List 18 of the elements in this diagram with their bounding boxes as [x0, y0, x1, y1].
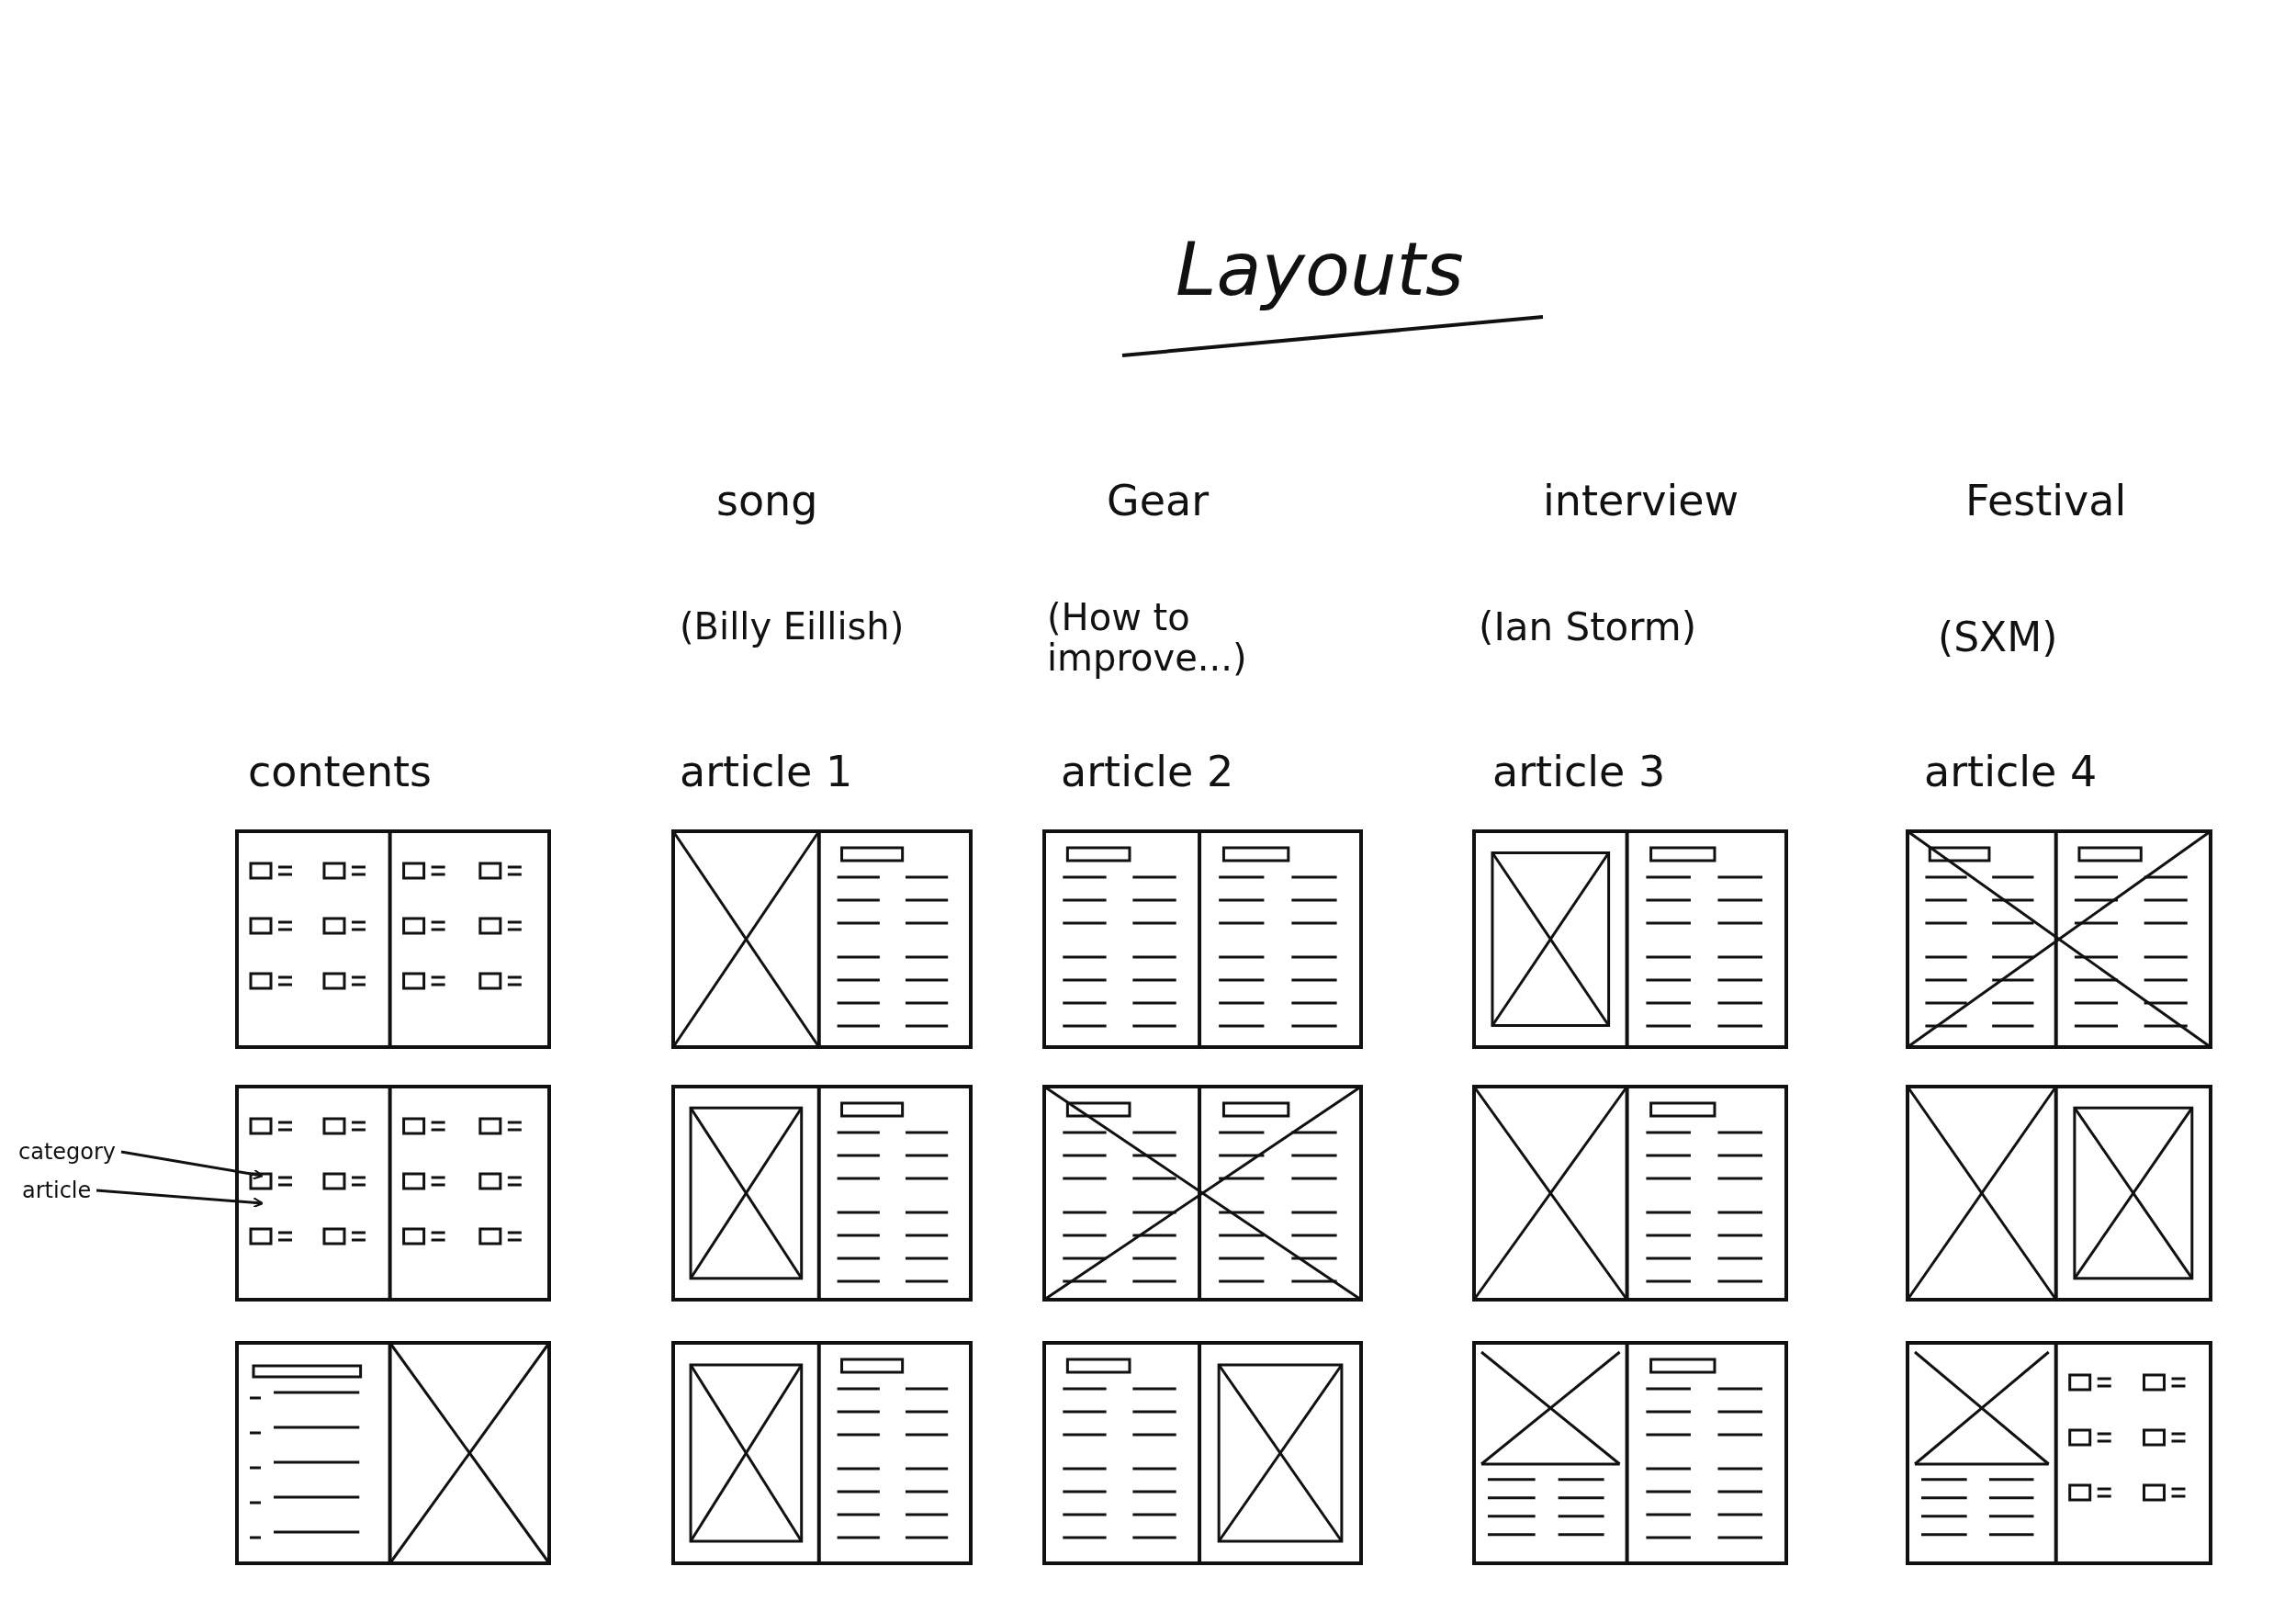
column-heading: interview	[1543, 478, 1739, 524]
annotation-label: article	[22, 1178, 92, 1203]
column-subheading: (SXM)	[1938, 615, 2059, 660]
row-heading: article 3	[1492, 749, 1666, 795]
row-heading: article 1	[680, 749, 853, 795]
leader-arrow	[96, 1189, 264, 1209]
column-heading: Festival	[1965, 478, 2127, 524]
row-heading: article 2	[1061, 749, 1234, 795]
leader-arrow	[120, 1150, 264, 1180]
column-heading: Gear	[1107, 478, 1210, 524]
column-subheading: (Billy Eillish)	[680, 606, 906, 647]
column-subheading: (Ian Storm)	[1479, 606, 1698, 649]
row-heading: contents	[248, 749, 433, 795]
column-heading: song	[716, 478, 818, 524]
row-heading: article 4	[1924, 749, 2098, 795]
column-subheading: (How to improve...)	[1047, 597, 1248, 678]
annotation-label: category	[18, 1139, 117, 1165]
title: Layouts	[1176, 230, 1464, 310]
